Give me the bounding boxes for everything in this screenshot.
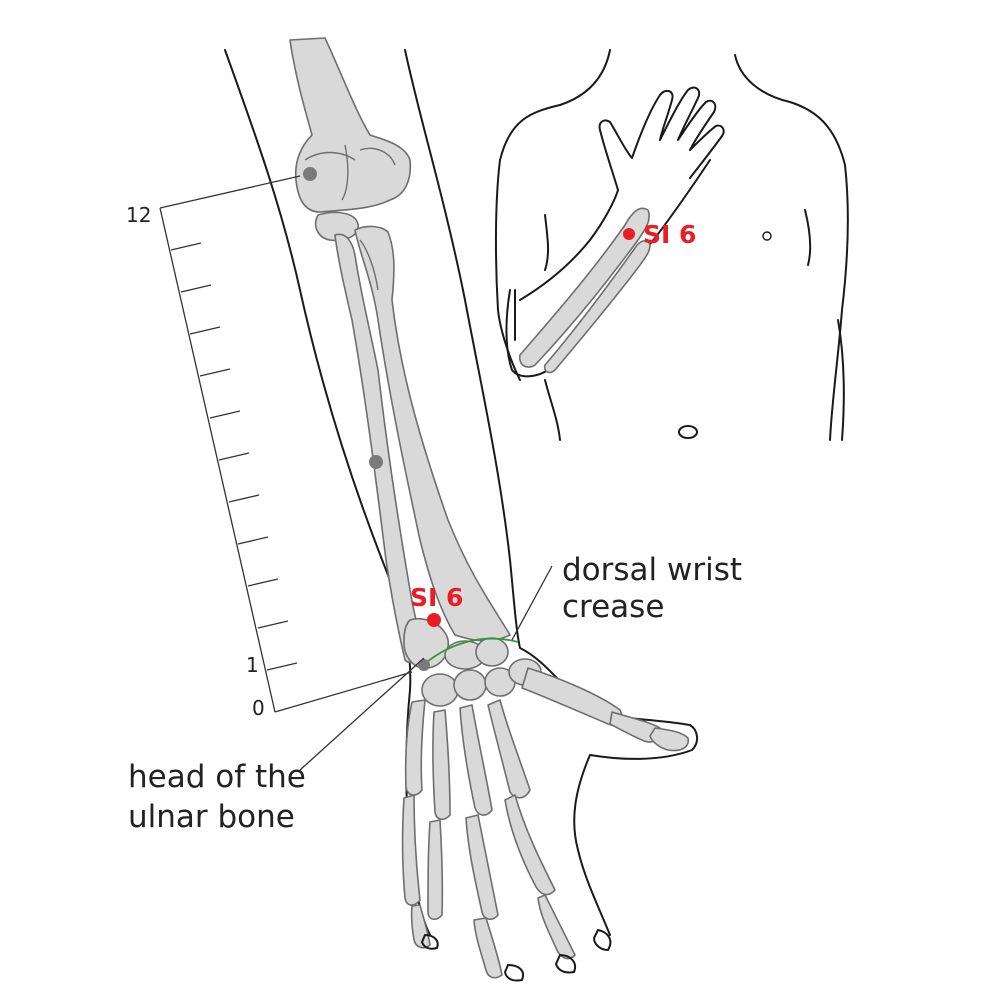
hand-bones: [401, 637, 690, 982]
ulnar-head-landmark-dot: [418, 659, 430, 671]
olecranon: [314, 211, 359, 242]
navel: [678, 425, 698, 439]
scale-label-1: 1: [246, 653, 259, 677]
si6-acupoint-dot: [427, 613, 441, 627]
callout-dorsal-wrist-crease: dorsal wrist crease: [511, 552, 742, 641]
dorsal-wrist-crease-label-line2: crease: [562, 589, 664, 625]
proportional-scale: 12 1 0: [126, 175, 413, 720]
humerus: [289, 37, 412, 213]
ulnar-head-label-line1: head of the: [128, 759, 306, 795]
scale-label-12: 12: [126, 203, 151, 227]
elbow-landmark-dot: [303, 167, 317, 181]
ulnar-head-label-line2: ulnar bone: [128, 799, 295, 835]
scale-label-0: 0: [252, 696, 265, 720]
callout-ulnar-head: head of the ulnar bone: [128, 657, 425, 835]
nipple: [762, 231, 772, 241]
radius: [354, 225, 511, 642]
dorsal-wrist-crease-label-line1: dorsal wrist: [562, 552, 742, 588]
si6-inset-acupoint-label: SI 6: [643, 220, 696, 249]
si6-inset-acupoint-dot: [623, 228, 635, 240]
arm-bones: [289, 37, 511, 669]
forearm-landmark-dot: [369, 455, 383, 469]
si6-acupoint-label: SI 6: [410, 583, 463, 612]
torso-inset: SI 6: [494, 49, 849, 441]
